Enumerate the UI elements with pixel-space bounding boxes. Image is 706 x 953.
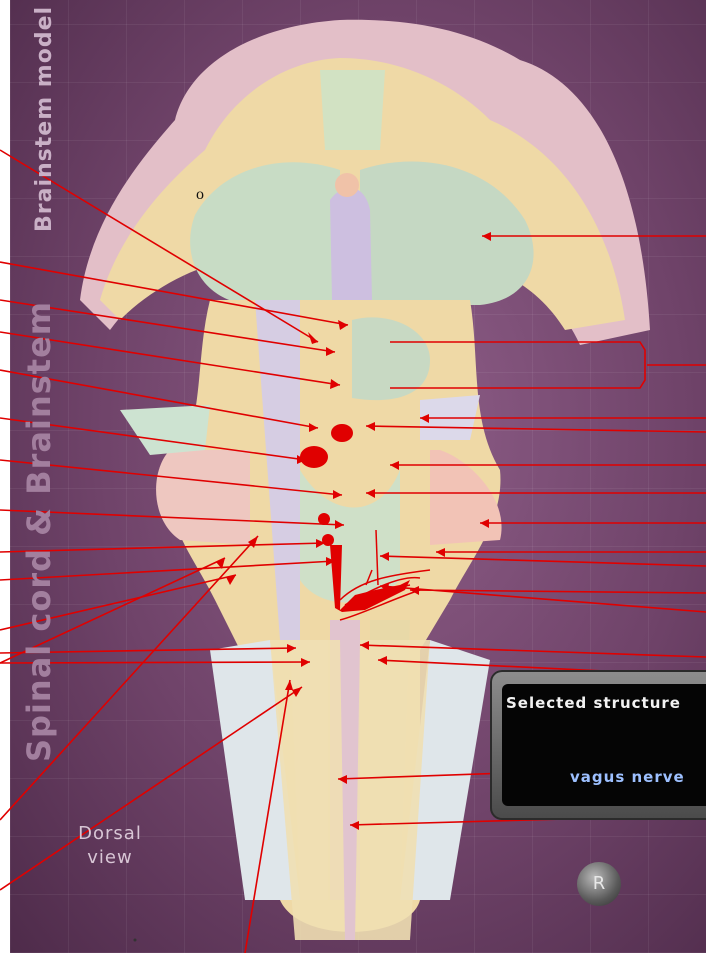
cropped-text-fragment: o (196, 186, 204, 204)
dark-speck (134, 939, 137, 942)
lateral-recess-left (120, 405, 210, 455)
selected-structure-label: Selected structure (506, 694, 681, 712)
highlight-dot-2 (300, 446, 328, 468)
view-label: Dorsal view (70, 822, 150, 870)
reset-button[interactable]: R (577, 862, 621, 906)
side-title-spinal-cord-brainstem: Spinal cord & Brainstem (20, 301, 58, 762)
pineal-region (330, 188, 372, 300)
view-label-line1: Dorsal (70, 822, 150, 846)
pineal-dot (335, 173, 359, 197)
selected-structure-panel: Selected structure vagus nerve (490, 670, 706, 820)
view-label-line2: view (70, 846, 150, 870)
side-title-brainstem-model: Brainstem model (32, 6, 57, 232)
top-stem (320, 70, 385, 150)
highlight-dot-1 (331, 424, 353, 442)
selected-structure-value: vagus nerve (570, 768, 685, 786)
middle-peduncle-left (156, 450, 250, 545)
highlight-dot-4 (322, 534, 334, 546)
